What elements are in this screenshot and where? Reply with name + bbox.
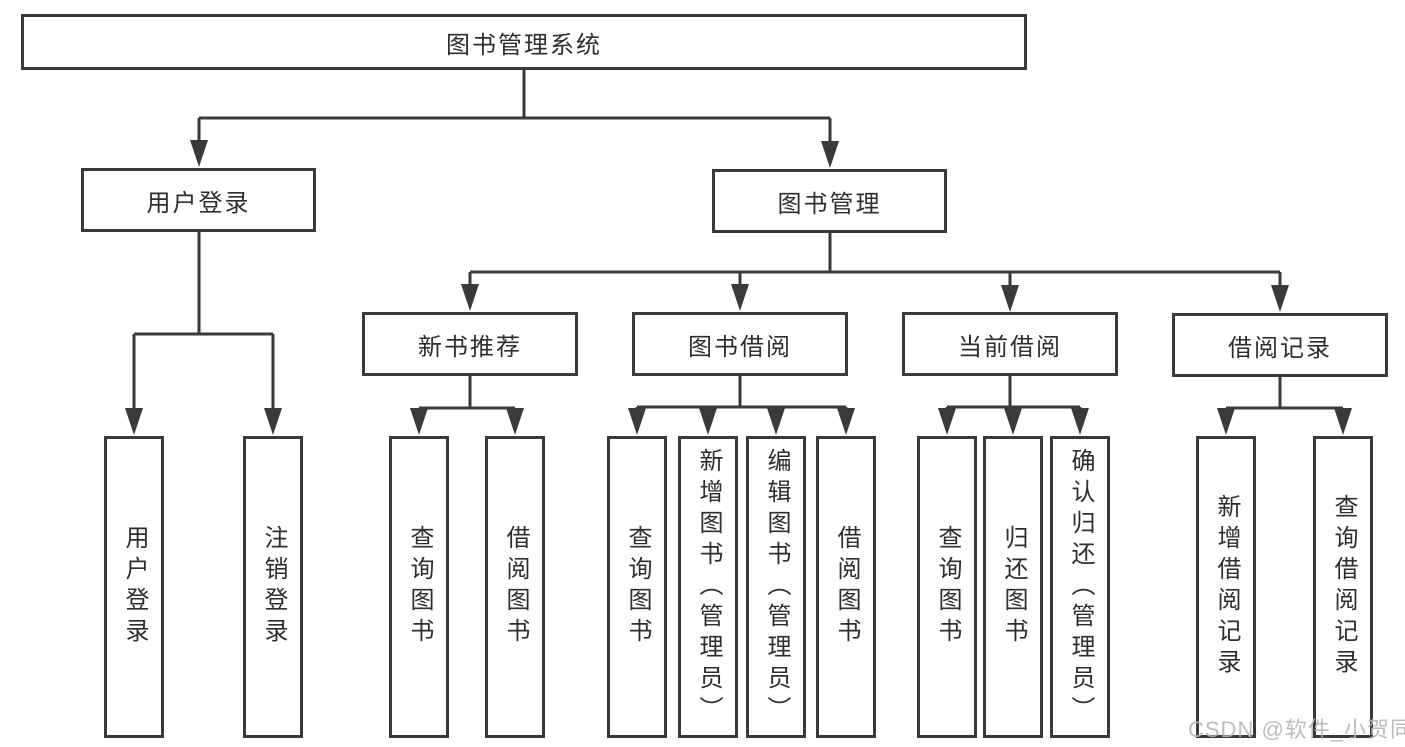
- leaf-edit-book-admin: 编辑图书（管理员）: [746, 436, 806, 738]
- leaf-confirm-return-admin: 确认归还（管理员）: [1050, 436, 1110, 738]
- node-book-management: 图书管理: [712, 169, 947, 233]
- node-label: 确认归还（管理员）: [1067, 447, 1094, 727]
- node-label: 查询图书: [406, 525, 433, 649]
- leaf-query-books-borrow: 查询图书: [607, 436, 667, 738]
- node-label: 新增借阅记录: [1213, 494, 1240, 680]
- node-label: 归还图书: [1000, 525, 1027, 649]
- node-label: 用户登录: [146, 189, 251, 217]
- leaf-query-books-current: 查询图书: [917, 436, 977, 738]
- node-label: 图书管理系统: [446, 31, 602, 59]
- node-book-borrow: 图书借阅: [632, 312, 848, 376]
- node-label: 查询图书: [934, 525, 961, 649]
- leaf-borrow-books-recommend: 借阅图书: [485, 436, 545, 738]
- node-new-book-recommend: 新书推荐: [362, 312, 578, 376]
- leaf-borrow-books: 借阅图书: [816, 436, 876, 738]
- node-label: 新增图书（管理员）: [695, 447, 722, 727]
- node-borrow-records: 借阅记录: [1172, 313, 1388, 377]
- node-label: 借阅图书: [502, 525, 529, 649]
- node-label: 注销登录: [260, 525, 287, 649]
- node-label: 用户登录: [121, 525, 148, 649]
- node-label: 编辑图书（管理员）: [763, 447, 790, 727]
- node-label: 图书借阅: [688, 333, 792, 361]
- node-label: 新书推荐: [418, 333, 522, 361]
- node-label: 当前借阅: [958, 333, 1062, 361]
- node-label: 图书管理: [777, 190, 882, 218]
- node-root: 图书管理系统: [21, 14, 1027, 70]
- node-label: 查询借阅记录: [1330, 494, 1357, 680]
- node-current-borrow: 当前借阅: [902, 312, 1118, 376]
- leaf-user-login: 用户登录: [104, 436, 164, 738]
- leaf-query-books-recommend: 查询图书: [389, 436, 449, 738]
- leaf-add-book-admin: 新增图书（管理员）: [678, 436, 738, 738]
- leaf-return-book: 归还图书: [983, 436, 1043, 738]
- node-label: 借阅记录: [1228, 334, 1332, 362]
- leaf-query-borrow-record: 查询借阅记录: [1313, 436, 1373, 738]
- node-label: 查询图书: [624, 525, 651, 649]
- leaf-add-borrow-record: 新增借阅记录: [1196, 436, 1256, 738]
- leaf-logout: 注销登录: [243, 436, 303, 738]
- node-label: 借阅图书: [833, 525, 860, 649]
- csdn-watermark: CSDN @软件_小贺同学: [1188, 717, 1405, 742]
- node-user-login: 用户登录: [81, 168, 316, 232]
